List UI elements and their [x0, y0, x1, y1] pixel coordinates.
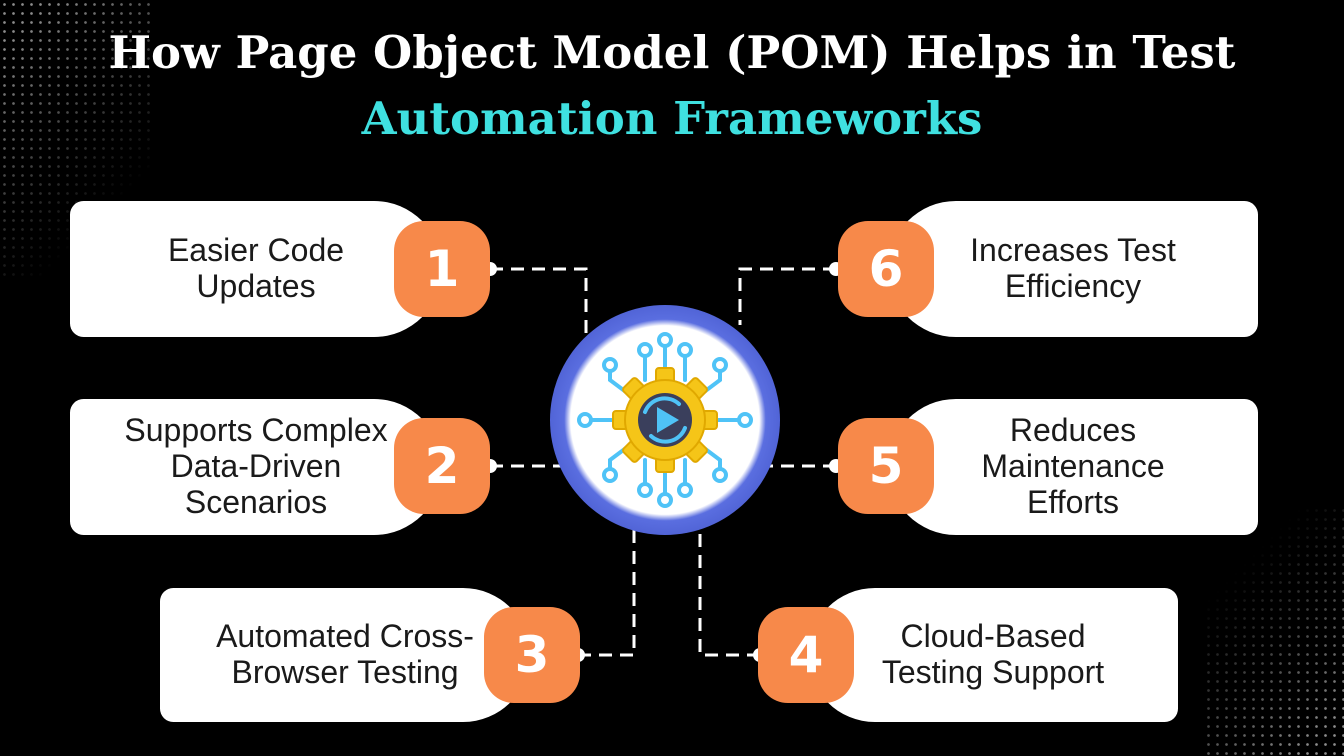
gear-automation-play-icon	[577, 332, 753, 508]
title-line-1: How Page Object Model (POM) Helps in Tes…	[108, 26, 1236, 79]
benefit-label-1: Easier Code Updates	[167, 232, 345, 304]
central-hub	[550, 305, 780, 535]
connector-4	[698, 520, 760, 657]
connector-3	[578, 520, 636, 657]
benefit-badge-5: 5	[838, 418, 934, 514]
connector-1	[490, 267, 588, 338]
benefit-badge-1: 1	[394, 221, 490, 317]
benefit-badge-4: 4	[758, 607, 854, 703]
benefit-badge-3: 3	[484, 607, 580, 703]
benefit-label-5: Reduces Maintenance Efforts	[981, 412, 1165, 520]
benefit-badge-2: 2	[394, 418, 490, 514]
benefit-label-2: Supports Complex Data-Driven Scenarios	[124, 412, 388, 520]
benefit-card-2: Supports Complex Data-Driven Scenarios	[70, 399, 442, 535]
benefit-label-4: Cloud-Based Testing Support	[881, 618, 1105, 690]
connector-6	[738, 267, 836, 325]
benefit-card-6: Increases Test Efficiency	[888, 201, 1258, 337]
benefit-card-1: Easier Code Updates	[70, 201, 442, 337]
benefit-card-4: Cloud-Based Testing Support	[808, 588, 1178, 722]
benefit-badge-6: 6	[838, 221, 934, 317]
benefit-card-3: Automated Cross- Browser Testing	[160, 588, 530, 722]
benefit-label-3: Automated Cross- Browser Testing	[216, 618, 474, 690]
benefit-card-5: Reduces Maintenance Efforts	[888, 399, 1258, 535]
benefit-label-6: Increases Test Efficiency	[970, 232, 1176, 304]
title-line-2: Automation Frameworks	[361, 92, 983, 145]
